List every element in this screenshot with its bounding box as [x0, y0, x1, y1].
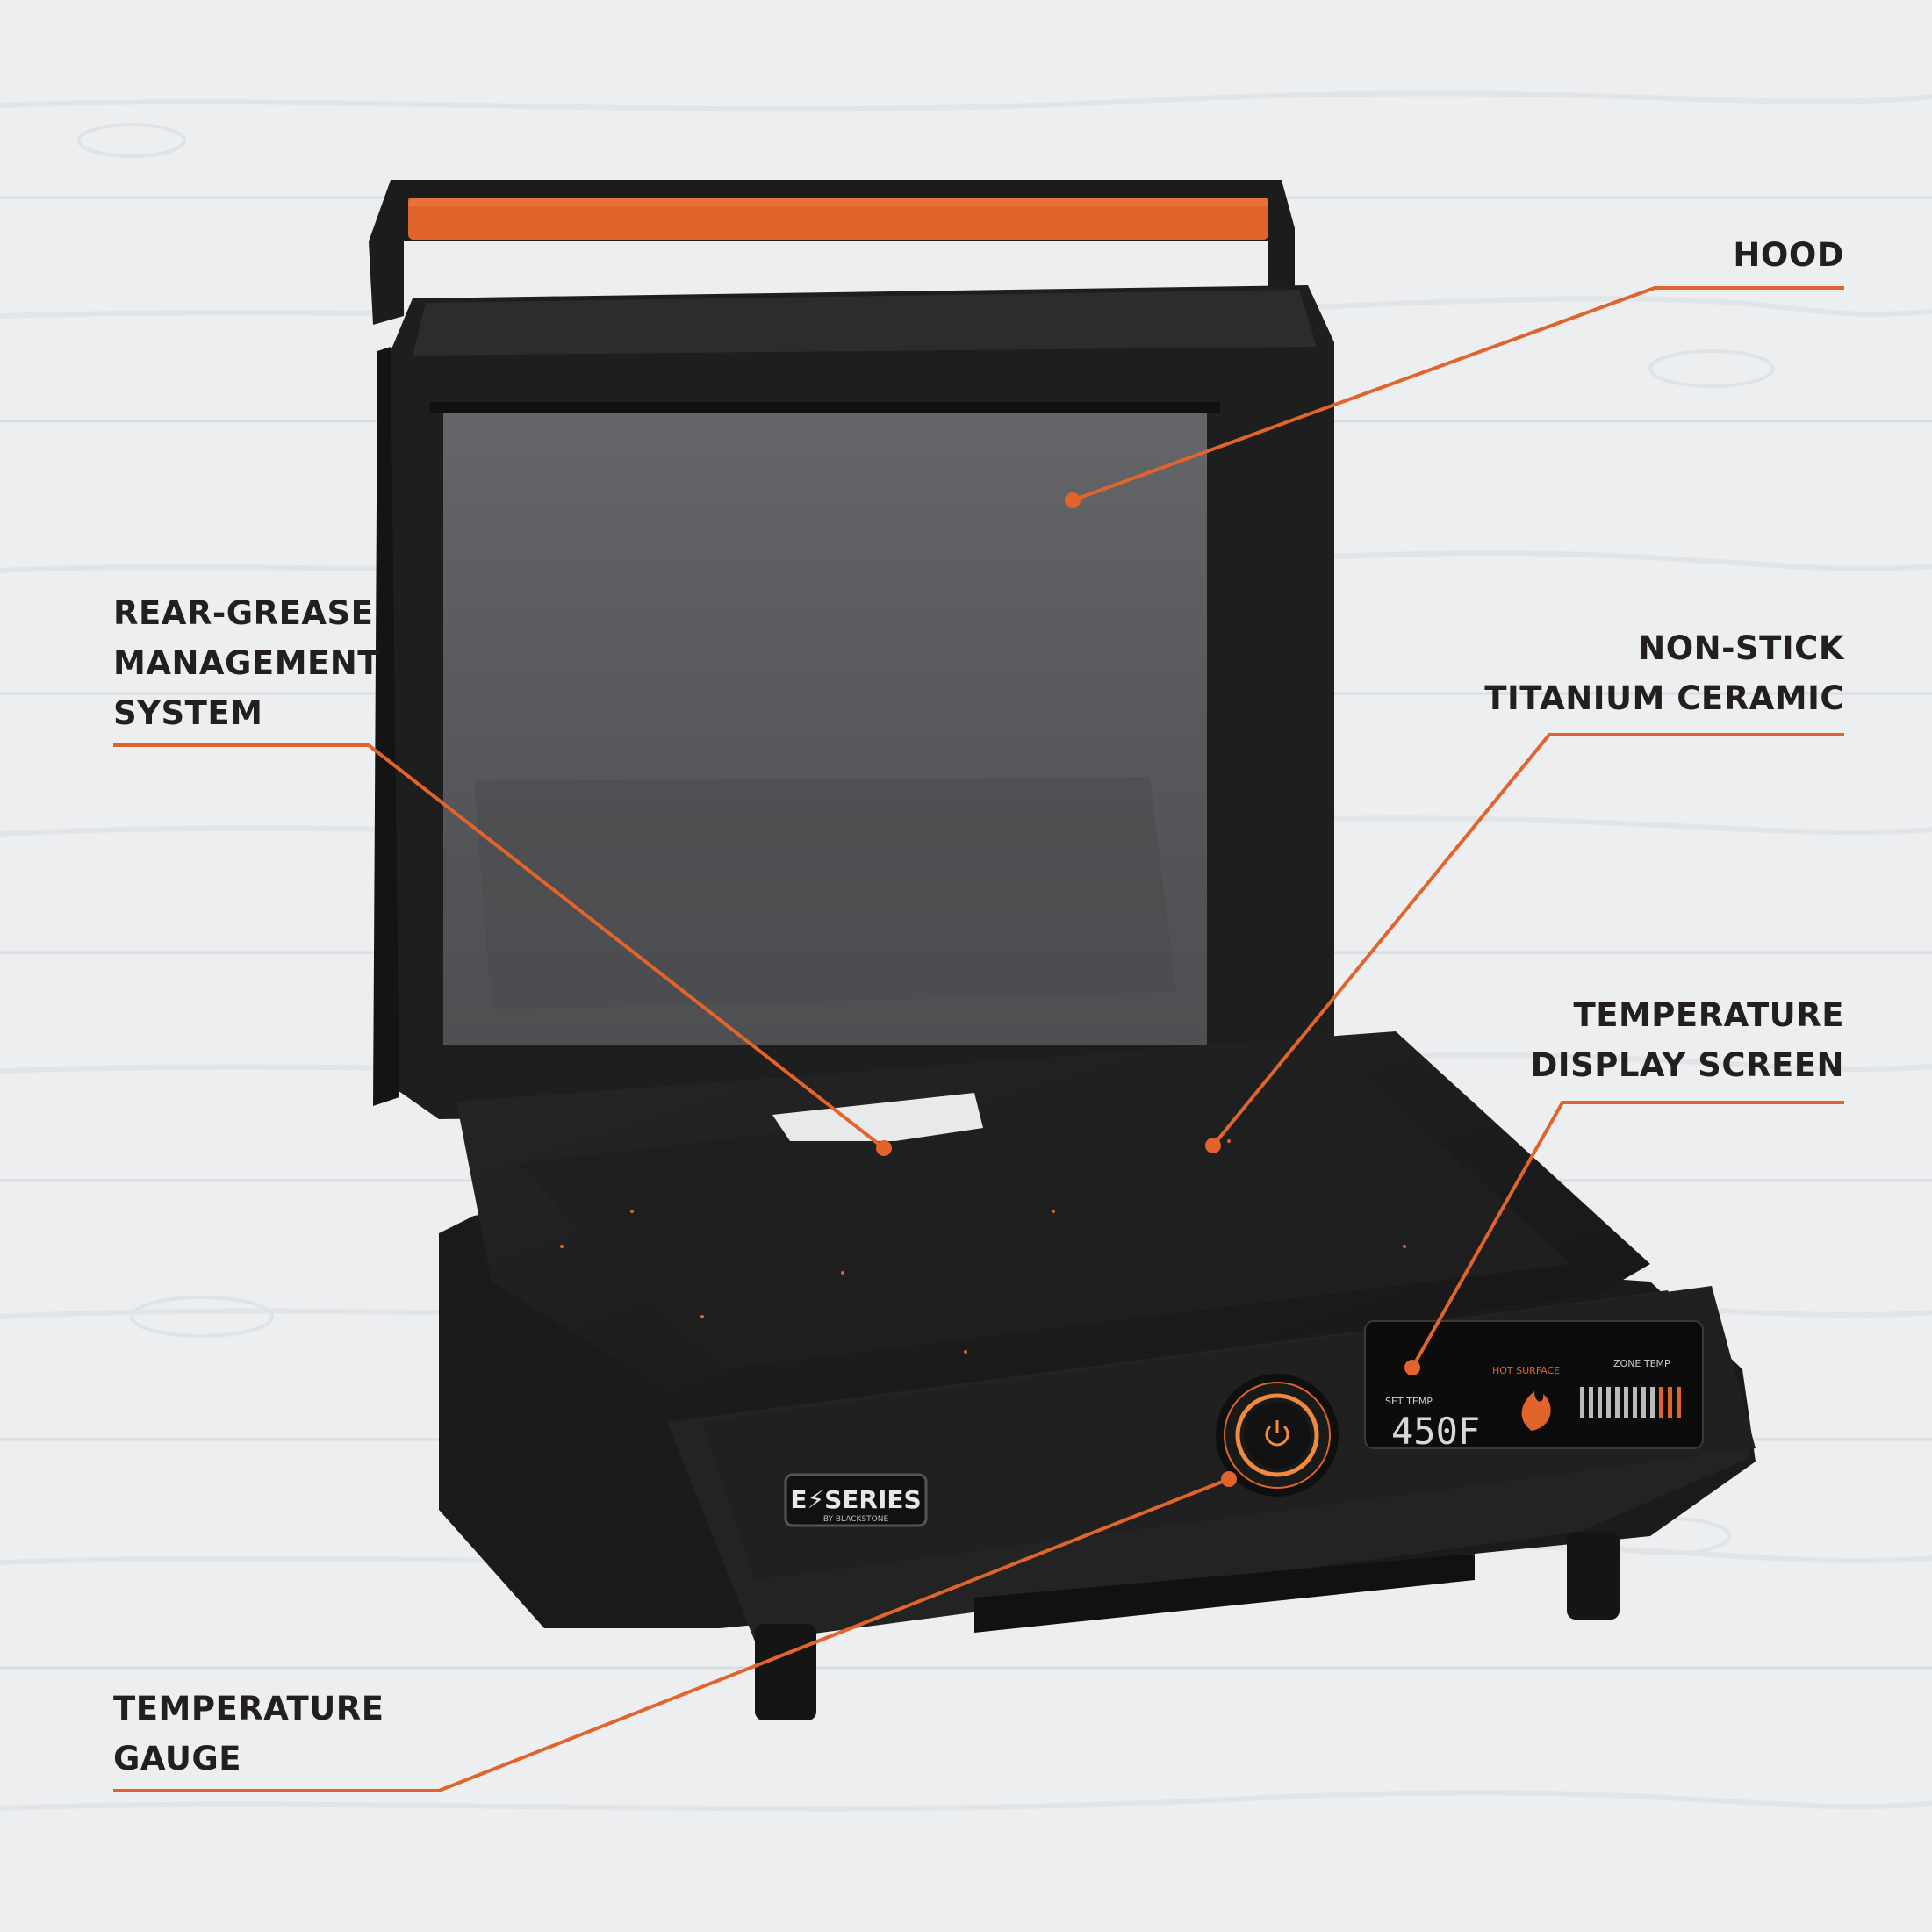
leader-temp-gauge: [113, 1477, 1230, 1792]
dot-hood: [1065, 492, 1081, 508]
hood: [373, 285, 1334, 1119]
callout-line: TITANIUM CERAMIC: [1484, 679, 1844, 717]
callout-line: GAUGE: [113, 1740, 242, 1778]
griddle-pan: [456, 1031, 1650, 1413]
leader-lines: [113, 286, 1844, 1792]
base-foot: [1567, 1532, 1620, 1620]
set-temp-label: SET TEMP: [1385, 1396, 1433, 1407]
callout-line: TEMPERATURE: [113, 1690, 384, 1727]
flame-icon: [1521, 1391, 1551, 1431]
dot-rear-grease: [876, 1140, 892, 1156]
callout-line: TEMPERATURE: [1573, 996, 1844, 1034]
callout-line: REAR-GREASE: [113, 594, 374, 632]
dot-temp-gauge: [1221, 1471, 1237, 1487]
callout-hood: HOOD: [1733, 230, 1844, 280]
leader-rear-grease: [113, 743, 886, 1150]
temperature-display: SET TEMP 450F HOT SURFACE ZONE TEMP: [1364, 1320, 1704, 1453]
callout-line: DISPLAY SCREEN: [1530, 1046, 1844, 1084]
callout-rear-grease: REAR-GREASE MANAGEMENT SYSTEM: [113, 588, 380, 738]
callout-line: NON-STICK: [1638, 629, 1844, 667]
callout-temp-display: TEMPERATURE DISPLAY SCREEN: [1531, 990, 1844, 1090]
callout-line: MANAGEMENT: [113, 644, 380, 682]
zone-temp-bars: [1580, 1387, 1681, 1418]
hot-surface-label: HOT SURFACE: [1492, 1365, 1560, 1376]
callout-line: SYSTEM: [113, 694, 263, 732]
brand-logo-text: E⚡SERIES: [790, 1485, 921, 1514]
brand-subtext: BY BLACKSTONE: [823, 1515, 889, 1524]
brand-logo: E⚡SERIES BY BLACKSTONE: [784, 1473, 928, 1527]
callout-temp-gauge: TEMPERATURE GAUGE: [113, 1684, 384, 1784]
dot-temp-display: [1404, 1360, 1420, 1375]
hood-handle: [369, 180, 1295, 325]
leader-dots: [876, 492, 1420, 1487]
power-icon[interactable]: [1265, 1425, 1289, 1447]
dot-non-stick: [1205, 1138, 1221, 1153]
callout-non-stick: NON-STICK TITANIUM CERAMIC: [1484, 623, 1844, 723]
set-temp-value: 450F: [1391, 1410, 1480, 1453]
control-panel: E⚡SERIES BY BLACKSTONE SET TEMP 450F HOT…: [702, 1286, 1756, 1580]
base-foot: [755, 1624, 816, 1720]
temperature-knob[interactable]: [1216, 1374, 1339, 1497]
leader-non-stick: [1211, 733, 1844, 1147]
zone-temp-label: ZONE TEMP: [1613, 1358, 1670, 1369]
leader-temp-display: [1411, 1101, 1844, 1368]
callout-line: HOOD: [1733, 236, 1844, 274]
leader-hood: [1072, 286, 1844, 502]
